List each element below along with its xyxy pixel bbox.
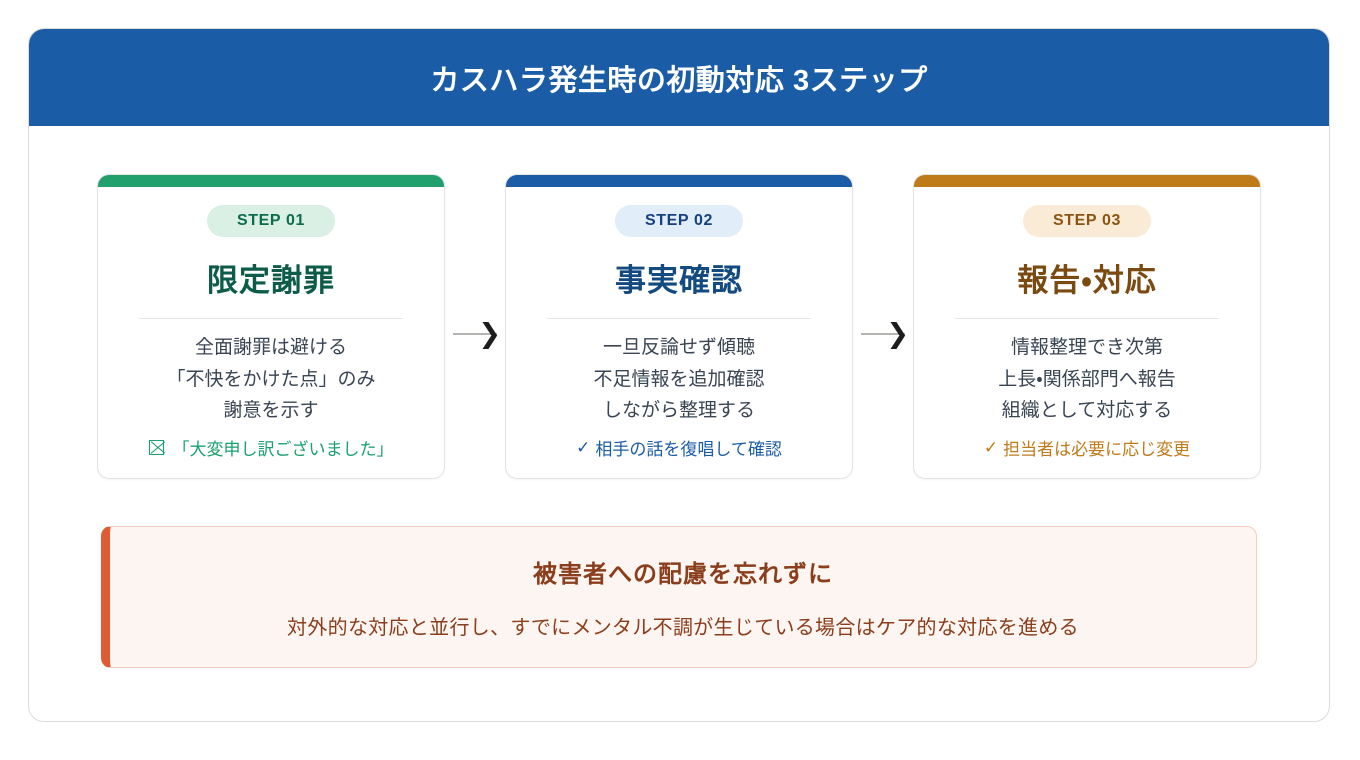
step-body-line: 「不快をかけた点」のみ — [166, 368, 376, 390]
step-card-2: STEP 02 事実確認 一旦反論せず傾聴 不足情報を追加確認 しながら整理する… — [505, 174, 853, 479]
step-badge-1: STEP 01 — [207, 205, 335, 237]
card-accent-bar-3 — [914, 175, 1260, 187]
connector-arrow-1: ❯ — [445, 319, 505, 349]
note-callout: 被害者への配慮を忘れずに 対外的な対応と並行し、すでにメンタル不調が生じている場… — [101, 525, 1257, 668]
steps-row: STEP 01 限定謝罪 全面謝罪は避ける 「不快をかけた点」のみ 謝意を示す … — [29, 174, 1329, 479]
step-tip-text: 担当者は必要に応じ変更 — [1003, 439, 1191, 459]
step-title-3: 報告・対応 — [1017, 263, 1157, 298]
check-icon: ✓ — [576, 437, 591, 457]
note-body: 対外的な対応と並行し、すでにメンタル不調が生じている場合はケア的な対応を進める — [287, 616, 1079, 639]
step-body-line: 情報整理でき次第 — [1010, 337, 1163, 358]
step-title-2: 事実確認 — [615, 263, 743, 298]
card-accent-bar-1 — [98, 175, 444, 187]
step-body-3: 情報整理でき次第 上長・関係部門へ報告 組織として対応する — [998, 334, 1175, 426]
step-badge-3: STEP 03 — [1023, 205, 1151, 237]
step-body-line: 上長・関係部門へ報告 — [998, 368, 1176, 390]
step-body-line: しながら整理する — [602, 400, 755, 421]
infographic-container: カスハラ発生時の初動対応 3ステップ STEP 01 限定謝罪 全面謝罪は避ける… — [28, 28, 1330, 722]
step-body-line: 全面謝罪は避ける — [194, 337, 347, 358]
arrow-right-icon: ❯ — [478, 318, 501, 349]
card-accent-bar-2 — [506, 175, 852, 187]
arrow-right-icon: ❯ — [886, 318, 909, 349]
arrow-line — [453, 333, 497, 335]
card-divider-1 — [139, 318, 403, 319]
page-title: カスハラ発生時の初動対応 3ステップ — [430, 64, 928, 97]
title-banner: カスハラ発生時の初動対応 3ステップ — [29, 29, 1329, 126]
step-tip-2: ✓ 相手の話を復唱して確認 — [576, 435, 782, 460]
step-body-1: 全面謝罪は避ける 「不快をかけた点」のみ 謝意を示す — [166, 334, 375, 426]
step-badge-2: STEP 02 — [615, 205, 743, 237]
card-divider-3 — [955, 318, 1219, 319]
connector-arrow-2: ❯ — [853, 319, 913, 349]
step-tip-3: ✓ 担当者は必要に応じ変更 — [984, 435, 1190, 460]
step-card-1: STEP 01 限定謝罪 全面謝罪は避ける 「不快をかけた点」のみ 謝意を示す … — [97, 174, 445, 479]
step-card-3: STEP 03 報告・対応 情報整理でき次第 上長・関係部門へ報告 組織として対… — [913, 174, 1261, 479]
missing-glyph-box-icon — [148, 439, 164, 455]
check-icon: ✓ — [983, 437, 999, 457]
step-body-line: 一旦反論せず傾聴 — [602, 337, 755, 358]
arrow-line — [861, 333, 905, 335]
note-heading: 被害者への配慮を忘れずに — [533, 560, 833, 588]
step-title-1: 限定謝罪 — [207, 263, 335, 298]
card-divider-2 — [547, 318, 811, 319]
step-body-line: 不足情報を追加確認 — [593, 368, 765, 390]
step-body-line: 謝意を示す — [223, 400, 319, 421]
step-tip-text: 相手の話を復唱して確認 — [595, 439, 782, 459]
step-tip-1: 「大変申し訳ございました」 — [148, 435, 394, 460]
step-body-line: 組織として対応する — [1001, 400, 1173, 421]
step-body-2: 一旦反論せず傾聴 不足情報を追加確認 しながら整理する — [593, 334, 764, 426]
step-tip-text: 「大変申し訳ございました」 — [172, 439, 394, 459]
